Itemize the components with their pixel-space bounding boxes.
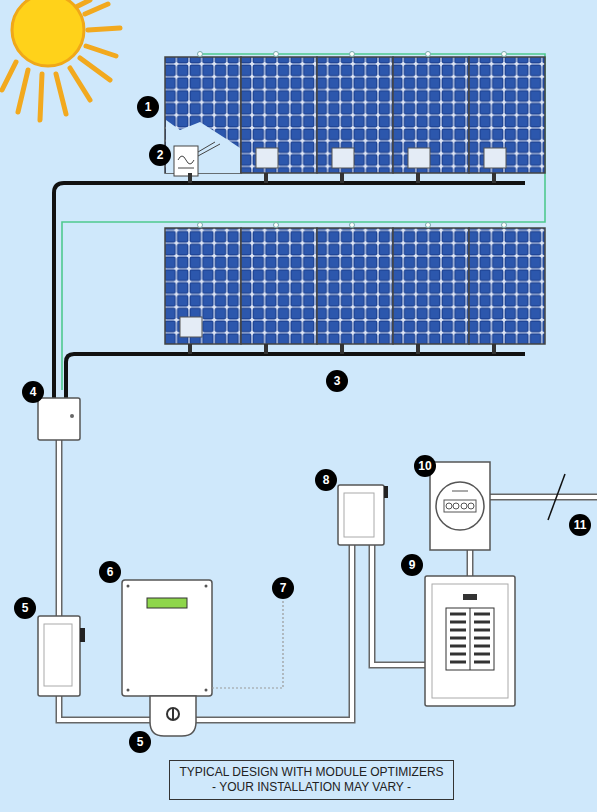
callout-number: 4 — [22, 381, 44, 403]
callout-number: 8 — [315, 469, 337, 491]
callout-number: 1 — [137, 96, 159, 118]
callout-number: 3 — [326, 370, 348, 392]
caption-box: TYPICAL DESIGN WITH MODULE OPTIMIZERS - … — [169, 760, 454, 800]
callout-number: 9 — [401, 554, 423, 576]
solar-panels — [165, 52, 545, 345]
callout-number: 2 — [149, 144, 171, 166]
callout-number: 6 — [99, 561, 121, 583]
callout-number: 5 — [14, 597, 36, 619]
sun — [2, 0, 120, 120]
callout-number: 5 — [129, 731, 151, 753]
callout-number: 10 — [414, 455, 436, 477]
callout-number: 11 — [569, 514, 591, 536]
callout-number: 7 — [272, 577, 294, 599]
